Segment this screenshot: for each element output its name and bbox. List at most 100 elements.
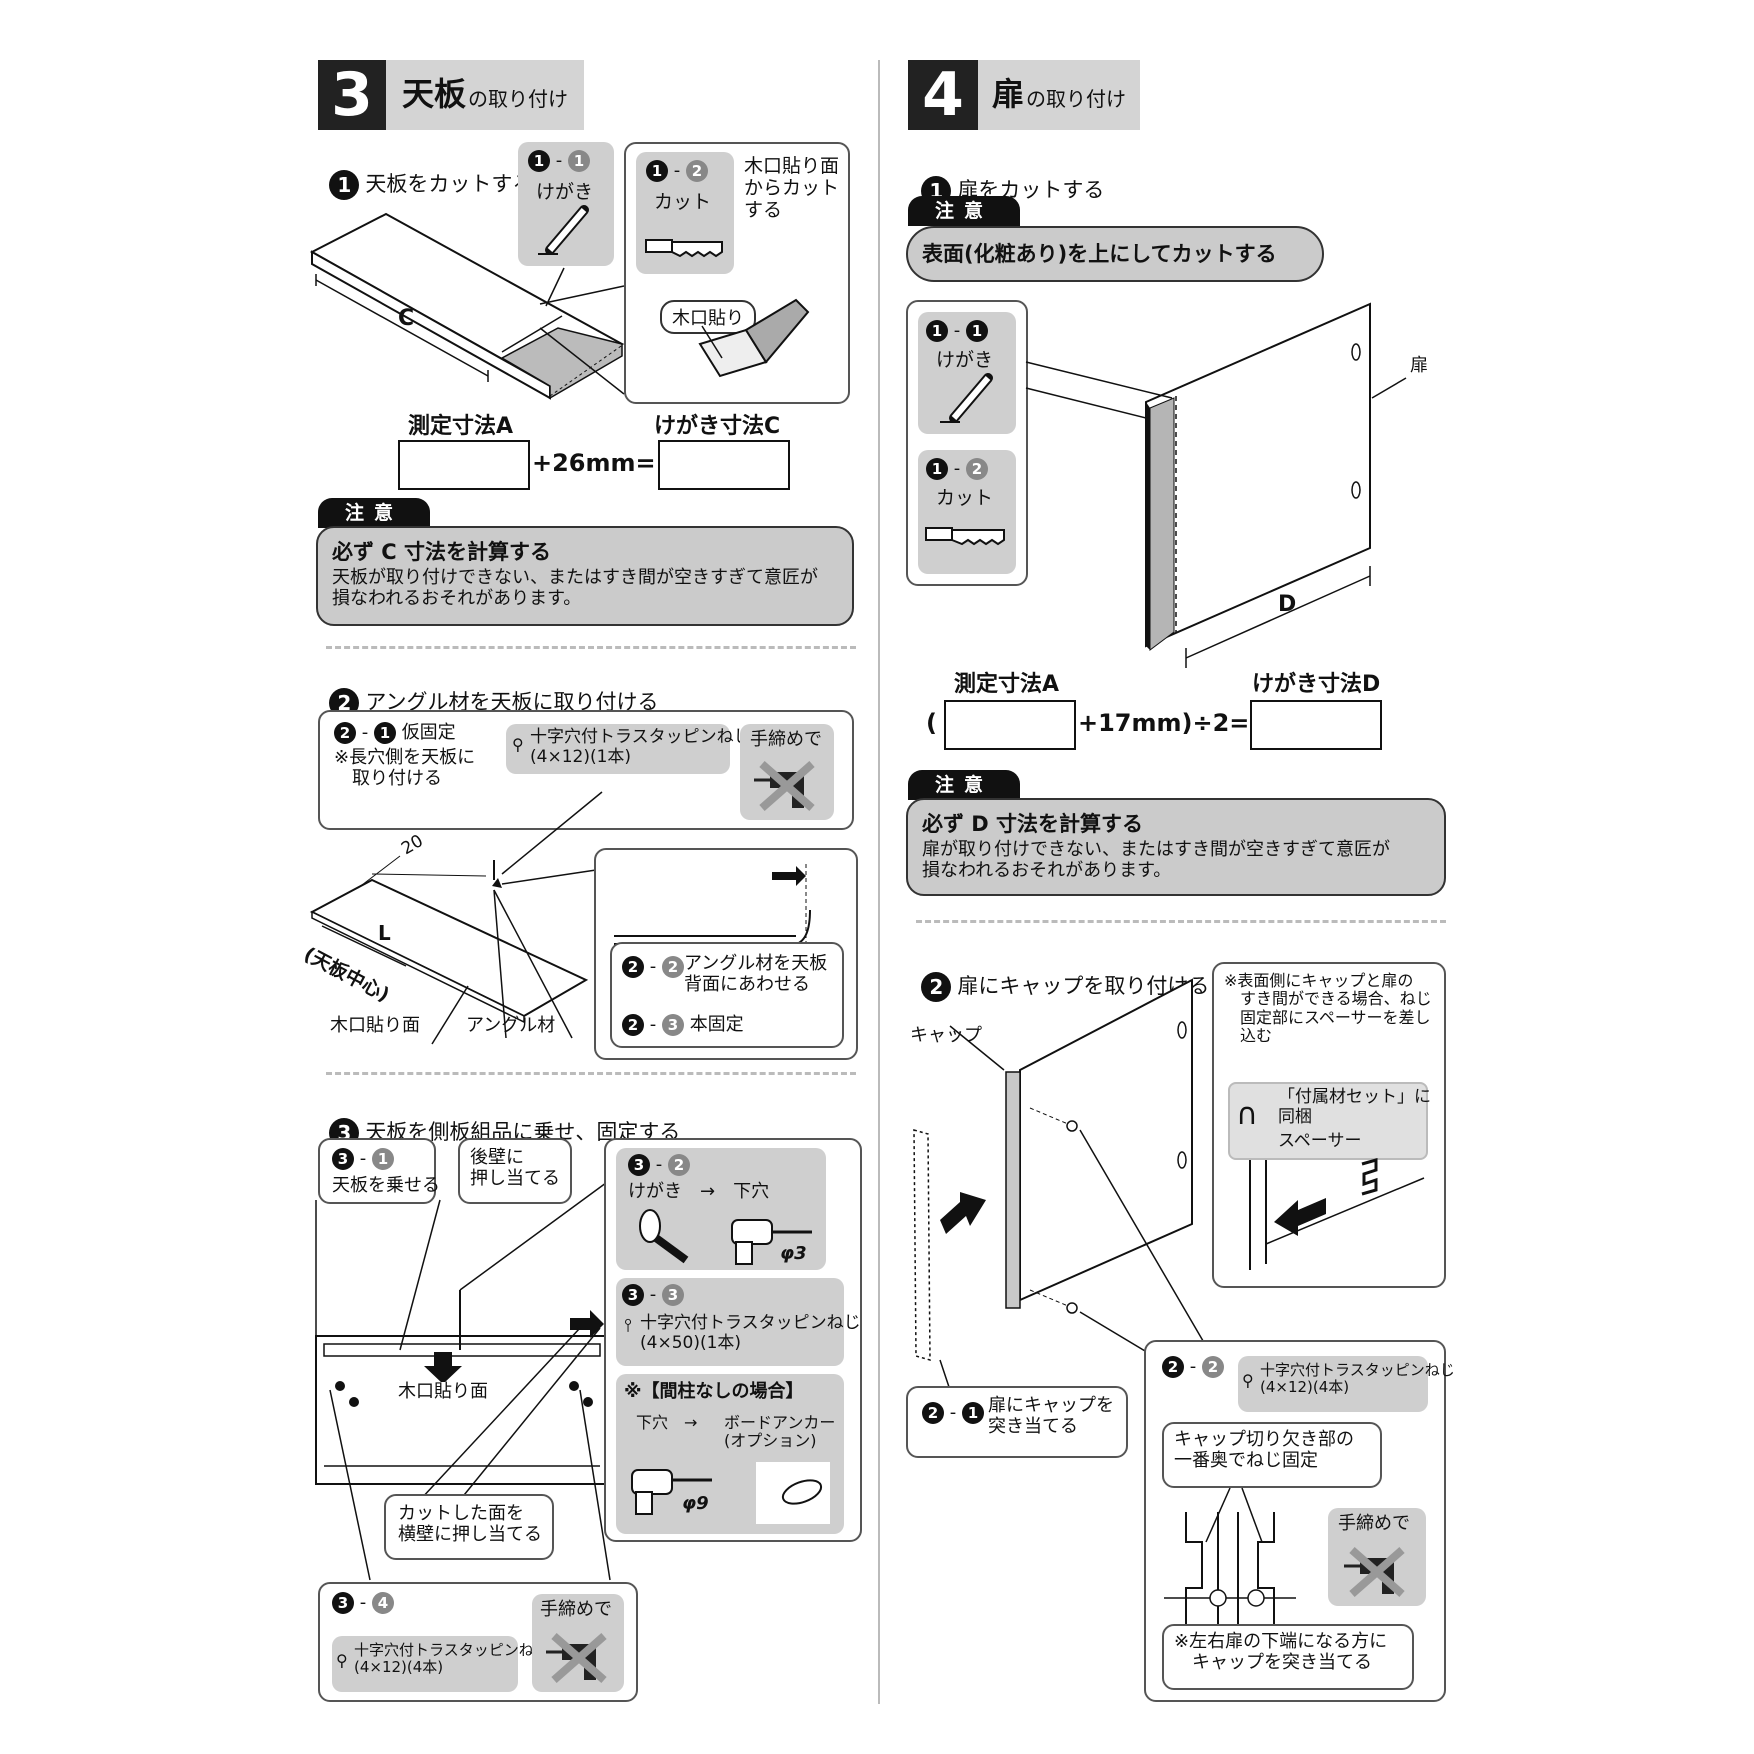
pilot-hole-label: 下穴 [636, 1413, 669, 1432]
kegaki-c-label: けがき寸法C [654, 414, 781, 439]
screw-icon: ⚲ [512, 735, 524, 754]
substep-number: 2 [667, 1154, 690, 1176]
hand-tighten-label: 手締めで [540, 1599, 612, 1620]
measure-a-label: 測定寸法A [408, 414, 514, 439]
s3-step2-23-box: 2 - 2 アングル材を天板 背面にあわせる 2 - 3 本固定 [594, 848, 858, 1060]
measure-a-input[interactable] [944, 700, 1076, 750]
saw-icon [645, 239, 723, 258]
align-text: アングル材を天板 背面にあわせる [684, 953, 828, 995]
s4-step2-1-callout: 2 - 1 扉にキャップを 突き当てる [906, 1386, 1128, 1458]
spacer-badge: ∩ 「付属材セット」に 同梱 スペーサー [1228, 1082, 1431, 1160]
s3-step2-1-box: 2 - 1 仮固定 ※長穴側を天板に 取り付ける ⚲ 十字穴付トラスタッピンねじ… [318, 710, 854, 830]
s3-step3-right-box: 3 - 2 けがき → 下穴 φ3 3 - 3 ⫯ 十字穴付トラスタッピンねじ … [604, 1138, 862, 1542]
dim-l: L [378, 921, 391, 945]
section-3-subtitle: の取り付け [468, 87, 568, 111]
pilot-hole-label: 下穴 [733, 1181, 770, 1202]
s3-step3-1-callout: 3 - 1 天板を乗せる [318, 1138, 440, 1204]
phi3-label: φ3 [780, 1243, 807, 1264]
spacer-icon: ∩ [1236, 1097, 1258, 1132]
screw-spec: 十字穴付トラスタッピンねじ (4×12)(4本) [354, 1641, 549, 1677]
kegaki-d-label: けがき寸法D [1252, 672, 1381, 697]
lr-door-note: ※左右扉の下端になる方に キャップを突き当てる [1162, 1624, 1414, 1690]
substep-number: 1 [373, 722, 396, 744]
step-number: 1 [926, 320, 948, 342]
divider [326, 646, 856, 649]
spacer-box: ※表面側にキャップと扉の すき間ができる場合、ねじ 固定部にスペーサーを差し 込… [1212, 962, 1446, 1288]
substep-number: 2 [965, 458, 988, 480]
formula-op: +17mm)÷2= [1078, 709, 1250, 737]
s3-step1-1-card: 1 - 1 けがき [518, 142, 614, 266]
step3-3-card: 3 - 3 ⫯ 十字穴付トラスタッピンねじ (4×50)(1本) [616, 1278, 861, 1366]
substep-number: 1 [965, 320, 988, 342]
s3-caution-note: 必ず C 寸法を計算する 天板が取り付けできない、またはすき間が空きすぎて意匠が… [316, 526, 854, 626]
step-number: 2 [622, 956, 644, 978]
s4-door-illustration [1025, 302, 1407, 668]
section-4-header: 扉 の取り付け [978, 60, 1140, 130]
screw-icon: ⚲ [336, 1651, 348, 1670]
hand-tighten-badge: 手締めで [1328, 1508, 1426, 1606]
s3-board-illustration [309, 212, 625, 400]
screw-badge: ⚲ 十字穴付トラスタッピンねじ (4×12)(1本) [506, 724, 751, 774]
substep-number: 1 [371, 1148, 394, 1170]
caution-text: 表面(化粧あり)を上にしてカットする [922, 242, 1277, 266]
cap-notch-drawing [1164, 1487, 1296, 1642]
section-4-title: 扉 [992, 75, 1025, 113]
s4-caution-tab-2: 注意 [908, 770, 1020, 800]
board-anchor-label: ボードアンカー (オプション) [724, 1413, 836, 1451]
cap-label: キャップ [910, 1025, 982, 1046]
place-text: 天板を乗せる [332, 1175, 440, 1196]
angle-material-label: アングル材 [466, 1015, 556, 1036]
step-number: 3 [622, 1284, 644, 1306]
step1-2-card: 1 - 2 カット [918, 450, 1016, 574]
section-3-header: 天板 の取り付け [386, 60, 584, 130]
kegaki-d-input[interactable] [1250, 700, 1382, 750]
long-screw-icon: ⫯ [624, 1315, 632, 1336]
s3-step3-4-box: 3 - 4 ⚲ 十字穴付トラスタッピンねじ (4×12)(4本) 手締めで [318, 1582, 638, 1702]
pencil-icon [538, 205, 589, 255]
kegaki-c-input[interactable] [658, 440, 790, 490]
lr-door-text: ※左右扉の下端になる方に キャップを突き当てる [1174, 1631, 1388, 1673]
section-3-number: 3 [318, 60, 386, 130]
push-back-text: 後壁に 押し当てる [470, 1147, 560, 1189]
no-power-driver-icon [754, 760, 815, 812]
step-number: 2 [1162, 1356, 1184, 1378]
step-title: 天板をカットする [365, 172, 534, 197]
formula-op: +26mm= [532, 449, 656, 477]
temp-fix-label: 仮固定 [401, 722, 456, 743]
s3-step1-2-card: 1 - 2 カット [636, 152, 734, 274]
cut-face-callout: カットした面を 横壁に押し当てる [384, 1494, 554, 1560]
substep-number: 1 [567, 150, 590, 172]
step-number: 1 [646, 160, 668, 182]
kegaki-label: けがき [936, 349, 994, 371]
section-3-title: 天板 [402, 75, 467, 113]
kuchi-face-label: 木口貼り面 [330, 1015, 420, 1036]
no-pillar-card: ※【間柱なしの場合】 下穴 → ボードアンカー (オプション) φ9 [616, 1374, 844, 1534]
awl-drill-icon [639, 1209, 812, 1265]
no-pillar-title: ※【間柱なしの場合】 [624, 1381, 804, 1402]
pencil-icon [940, 373, 993, 423]
hand-tighten-label: 手締めで [750, 729, 822, 750]
step-number: 2 [622, 1014, 644, 1036]
step-number: 2 [921, 972, 952, 1003]
s4-step2-2-box: 2 - 2 ⚲ 十字穴付トラスタッピンねじ (4×12)(4本) キャップ切り欠… [1144, 1340, 1455, 1702]
push-back-callout: 後壁に 押し当てる [458, 1138, 572, 1204]
section-4-number: 4 [908, 60, 978, 130]
kuchi-bubble: 木口貼り [660, 300, 756, 334]
caution-title: 必ず D 寸法を計算する [922, 812, 1144, 836]
spacer-name: スペーサー [1278, 1131, 1362, 1151]
measure-a-input[interactable] [398, 440, 530, 490]
step-number: 2 [334, 722, 356, 744]
step2-2-3-inner: 2 - 2 アングル材を天板 背面にあわせる 2 - 3 本固定 [610, 942, 844, 1048]
cut-desc: 木口貼り面 からカット する [744, 155, 840, 221]
door-label: 扉 [1410, 355, 1428, 376]
section-4-subtitle: の取り付け [1026, 87, 1126, 111]
spacer-note: ※表面側にキャップと扉の すき間ができる場合、ねじ 固定部にスペーサーを差し 込… [1224, 971, 1432, 1046]
cut-edge-illustration [698, 298, 810, 378]
final-fix-text: 本固定 [689, 1014, 744, 1035]
step-number: 3 [332, 1148, 354, 1170]
d-dimension-label: D [1278, 592, 1297, 617]
callout-lines [539, 267, 625, 395]
temp-fix-text: ※長穴側を天板に 取り付ける [334, 747, 476, 789]
